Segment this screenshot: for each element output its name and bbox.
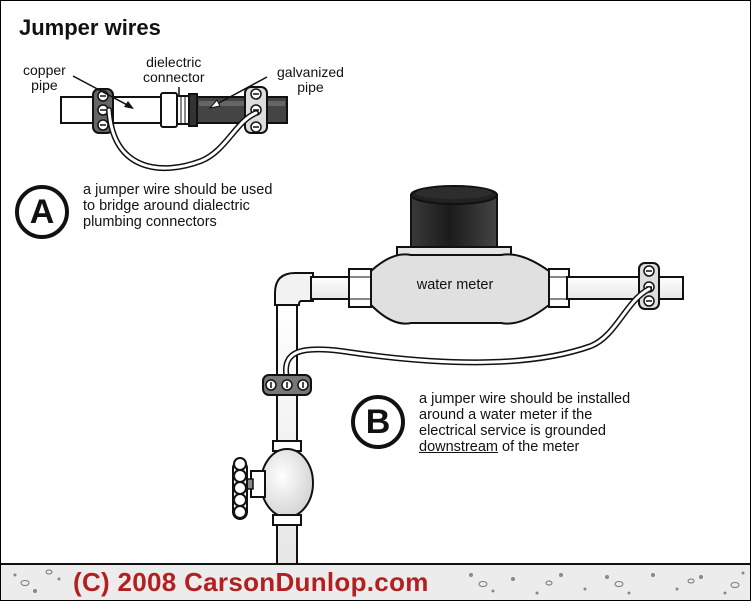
dielectric-label-line2: connector (143, 69, 205, 85)
valve-handle-wheel (232, 457, 248, 520)
copper-leader (72, 75, 132, 108)
note-b-line3: electrical service is grounded (419, 423, 606, 439)
note-b-line2: around a water meter if the (419, 407, 593, 423)
note-a: a jumper wire should be used to bridge a… (83, 182, 272, 230)
copyright-notice: (C) 2008 CarsonDunlop.com (73, 567, 429, 597)
badge-b: B (351, 395, 405, 449)
pipe-elbow (274, 272, 314, 306)
meter-register-cap (396, 185, 512, 258)
pipe-right-of-meter (566, 276, 684, 300)
dielectric-label-line1: dielectric (146, 54, 202, 70)
shutoff-valve (242, 440, 314, 526)
pipe-clamp-right (244, 86, 268, 134)
meter-clamp-right (638, 262, 660, 310)
ground-soil (1, 563, 750, 600)
badge-a: A (15, 185, 69, 239)
galvanized-label-line2: pipe (297, 79, 324, 95)
note-a-line1: a jumper wire should be used (83, 182, 273, 198)
galvanized-leader (214, 76, 268, 106)
note-b: a jumper wire should be installed around… (419, 391, 630, 455)
copper-pipe-label: copper pipe (23, 63, 66, 93)
copper-label-line1: copper (23, 62, 66, 78)
pipe-left-of-meter (310, 276, 354, 300)
vertical-pipe-clamp (262, 374, 312, 396)
dielectric-connector-label: dielectric connector (143, 55, 204, 85)
note-b-line4-rest: of the meter (497, 439, 580, 455)
note-a-line3: plumbing connectors (83, 214, 217, 230)
note-a-line2: to bridge around dialectric (83, 198, 250, 214)
downstream-emphasis: downstream (419, 439, 498, 455)
dielectric-connector (160, 92, 198, 128)
galvanized-label-line1: galvanized (277, 64, 344, 80)
note-b-line1: a jumper wire should be installed (419, 391, 631, 407)
copper-label-line2: pipe (31, 77, 58, 93)
note-b-line4: downstream of the meter (419, 439, 630, 455)
detail-b-assembly (232, 185, 684, 566)
diagram-title: Jumper wires (19, 15, 161, 40)
water-meter-label: water meter (416, 277, 494, 293)
detail-a-assembly (60, 75, 288, 172)
galvanized-pipe-label: galvanized pipe (277, 65, 344, 95)
